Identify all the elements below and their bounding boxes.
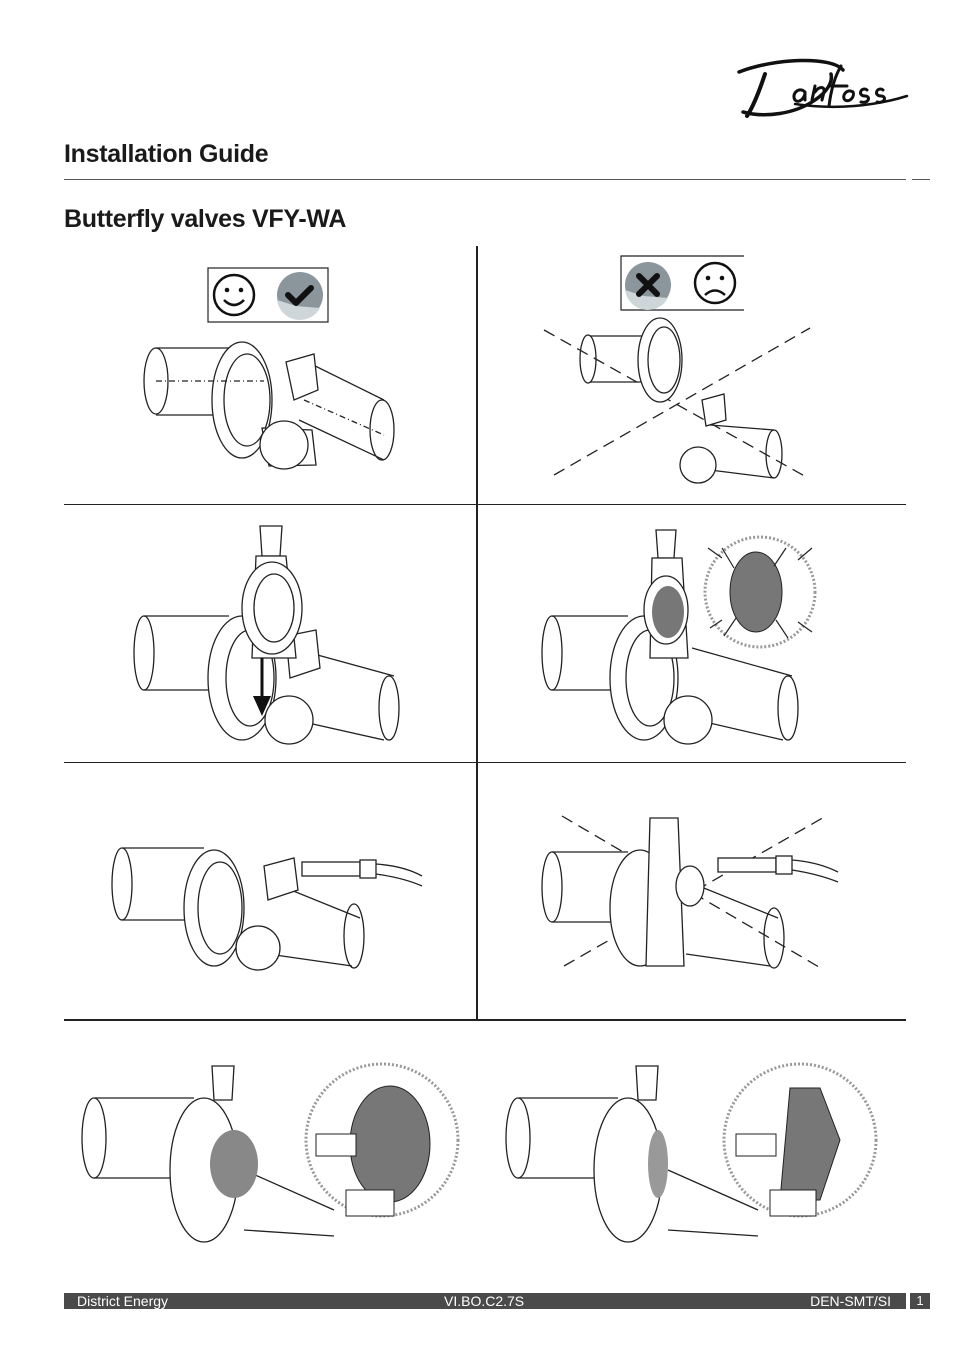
panel-insert-valve <box>64 508 476 760</box>
grid-vertical-divider <box>476 246 478 1020</box>
panel-valve-support <box>64 766 476 1018</box>
incorrect-indicator-box <box>620 255 744 311</box>
footer-business-area: District Energy <box>77 1293 169 1309</box>
smile-face-icon <box>212 273 256 317</box>
zoom-detail-circle <box>703 535 817 649</box>
sad-face-icon <box>693 261 737 305</box>
header-divider <box>64 179 906 180</box>
panel-correct-alignment <box>64 250 476 500</box>
panel-assembled-open <box>490 1040 906 1250</box>
correct-indicator-box <box>207 267 329 323</box>
zoom-detail-circle <box>304 1062 460 1218</box>
grid-row-divider-2 <box>64 762 906 763</box>
grid-row-divider-1 <box>64 504 906 505</box>
footer-bar: District Energy VI.BO.C2.7S DEN-SMT/SI <box>64 1293 906 1309</box>
footer-document-code: VI.BO.C2.7S <box>444 1293 525 1309</box>
panel-assembled-closed <box>64 1040 484 1250</box>
panel-seal-detail <box>478 508 906 760</box>
page-number: 1 <box>910 1293 930 1309</box>
checkmark-icon <box>277 272 323 320</box>
panel-incorrect-support <box>478 766 906 1018</box>
zoom-detail-circle <box>722 1062 878 1218</box>
product-title: Butterfly valves VFY-WA <box>64 205 347 233</box>
danfoss-logo <box>737 58 909 118</box>
panel-incorrect-alignment <box>478 250 906 500</box>
footer-department: DEN-SMT/SI <box>810 1293 891 1309</box>
document-type-heading: Installation Guide <box>64 140 269 168</box>
header-divider-stub <box>912 179 930 180</box>
grid-row-divider-3 <box>64 1019 906 1021</box>
cross-mark-icon <box>625 262 671 310</box>
